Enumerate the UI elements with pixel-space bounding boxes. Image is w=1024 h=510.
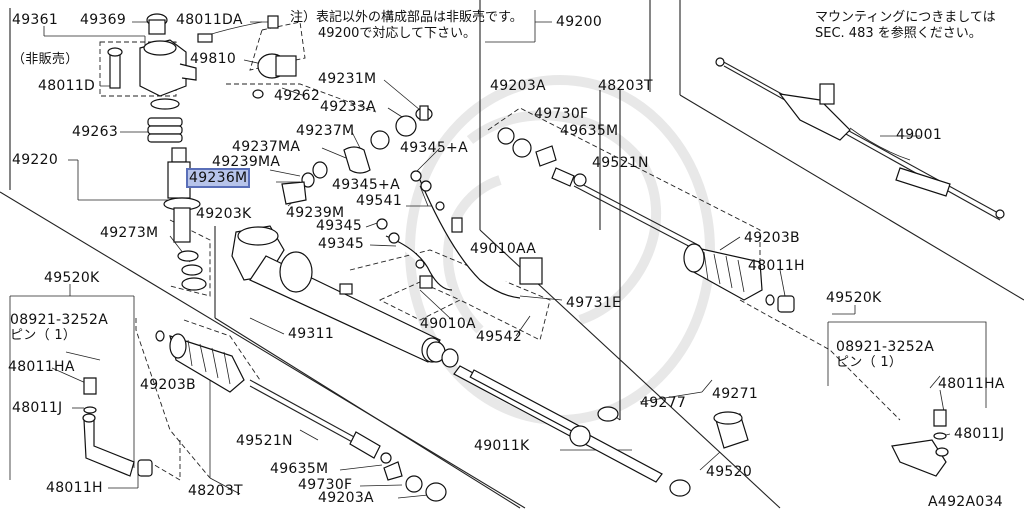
label-49220[interactable]: 49220 bbox=[12, 152, 59, 168]
label-48011HA-left[interactable]: 48011HA bbox=[8, 359, 75, 375]
label-49345-1[interactable]: 49345 bbox=[316, 218, 363, 234]
note-unsold-parts: 注）表記以外の構成部品は非販売です。 bbox=[290, 10, 523, 25]
label-49345A-2[interactable]: 49345+A bbox=[332, 177, 400, 193]
gear-housing bbox=[231, 225, 443, 363]
label-49731E[interactable]: 49731E bbox=[566, 295, 622, 311]
leader-lines bbox=[9, 21, 951, 499]
label-48011HA-right[interactable]: 48011HA bbox=[938, 376, 1005, 392]
label-49730F-bottom[interactable]: 49730F bbox=[298, 477, 353, 493]
label-49010AA[interactable]: 49010AA bbox=[470, 241, 537, 257]
label-48203T-bottom[interactable]: 48203T bbox=[188, 483, 243, 499]
label-49311[interactable]: 49311 bbox=[288, 326, 335, 342]
label-49635M-top[interactable]: 49635M bbox=[560, 123, 619, 139]
boot-bottom bbox=[155, 330, 245, 393]
outer-tie-rod-right bbox=[891, 375, 949, 477]
label-49237MA[interactable]: 49237MA bbox=[232, 139, 301, 155]
label-49541[interactable]: 49541 bbox=[356, 193, 403, 209]
label-49520K-right[interactable]: 49520K bbox=[826, 290, 882, 306]
label-49369[interactable]: 49369 bbox=[80, 12, 127, 28]
valve-housing bbox=[107, 13, 197, 110]
label-48011DA[interactable]: 48011DA bbox=[176, 12, 243, 28]
inner-tie-rod-top bbox=[551, 167, 701, 253]
dashed-boxes bbox=[99, 21, 901, 481]
label-48011J-left[interactable]: 48011J bbox=[12, 400, 63, 416]
seal-stack bbox=[281, 105, 433, 205]
bracket-boxes bbox=[827, 321, 987, 408]
label-49271[interactable]: 49271 bbox=[712, 386, 759, 402]
note-hihanbai: （非販売） bbox=[12, 52, 79, 67]
highlight-49236M[interactable]: 49236M bbox=[185, 168, 251, 188]
fluid-pipes bbox=[376, 170, 543, 299]
label-49520[interactable]: 49520 bbox=[706, 464, 753, 480]
note-mounting-2: SEC. 483 を参照ください。 bbox=[815, 26, 982, 41]
label-49001[interactable]: 49001 bbox=[896, 127, 943, 143]
label-49203K[interactable]: 49203K bbox=[196, 206, 252, 222]
label-49239MA[interactable]: 49239MA bbox=[212, 154, 281, 170]
diagram-code: A492A034 bbox=[928, 494, 1003, 510]
pinion-shaft bbox=[163, 147, 207, 291]
note-box bbox=[485, 10, 552, 43]
label-49520K-left[interactable]: 49520K bbox=[44, 270, 100, 286]
label-49231M[interactable]: 49231M bbox=[318, 71, 377, 87]
label-49203A-bottom[interactable]: 49203A bbox=[318, 490, 374, 506]
label-49011K[interactable]: 49011K bbox=[474, 438, 530, 454]
nut-48011H-right bbox=[765, 294, 795, 313]
inner-tie-rod-bottom bbox=[249, 379, 447, 502]
note-pin-left: ピン（ 1） bbox=[10, 328, 77, 343]
label-49233A[interactable]: 49233A bbox=[320, 99, 376, 115]
label-49273M[interactable]: 49273M bbox=[100, 225, 159, 241]
solenoid-sensor bbox=[197, 15, 297, 99]
label-49200[interactable]: 49200 bbox=[556, 14, 603, 30]
label-49730F-top[interactable]: 49730F bbox=[534, 106, 589, 122]
label-49010A[interactable]: 49010A bbox=[420, 316, 476, 332]
label-49635M-bottom[interactable]: 49635M bbox=[270, 461, 329, 477]
label-48011H-right[interactable]: 48011H bbox=[748, 258, 805, 274]
label-08921-3252A-right[interactable]: 08921-3252A bbox=[836, 339, 935, 355]
label-49345A-1[interactable]: 49345+A bbox=[400, 140, 468, 156]
label-49262[interactable]: 49262 bbox=[274, 88, 321, 104]
note-mounting-1: マウンティングにつきましては bbox=[815, 10, 996, 25]
label-48011D[interactable]: 48011D bbox=[38, 78, 96, 94]
label-48011J-right[interactable]: 48011J bbox=[954, 426, 1005, 442]
label-49810[interactable]: 49810 bbox=[190, 51, 237, 67]
label-49542[interactable]: 49542 bbox=[476, 329, 523, 345]
rack-bar bbox=[426, 341, 691, 497]
label-49236M[interactable]: 49236M bbox=[185, 168, 251, 188]
outer-tie-rod-left bbox=[65, 351, 153, 477]
note-pin-right: ピン（ 1） bbox=[836, 355, 903, 370]
label-49237M[interactable]: 49237M bbox=[296, 123, 355, 139]
bushing bbox=[713, 411, 749, 449]
label-49263[interactable]: 49263 bbox=[72, 124, 119, 140]
boot-top bbox=[683, 243, 763, 301]
label-08921-3252A-left[interactable]: 08921-3252A bbox=[10, 312, 109, 328]
label-49345-2[interactable]: 49345 bbox=[318, 236, 365, 252]
label-49203A-top[interactable]: 49203A bbox=[490, 78, 546, 94]
label-49277[interactable]: 49277 bbox=[640, 395, 687, 411]
steering-assembly bbox=[715, 57, 1005, 221]
label-49203B-left[interactable]: 49203B bbox=[140, 377, 196, 393]
spring bbox=[147, 117, 183, 143]
label-49521N-top[interactable]: 49521N bbox=[592, 155, 649, 171]
label-49521N-bottom[interactable]: 49521N bbox=[236, 433, 293, 449]
label-48011H-left[interactable]: 48011H bbox=[46, 480, 103, 496]
label-49361[interactable]: 49361 bbox=[12, 12, 59, 28]
label-49239M[interactable]: 49239M bbox=[286, 205, 345, 221]
note-refer-49200: 49200で対応して下さい。 bbox=[318, 26, 476, 41]
label-48203T-top[interactable]: 48203T bbox=[598, 78, 653, 94]
clamps-top bbox=[497, 127, 557, 167]
label-49203B-right[interactable]: 49203B bbox=[744, 230, 800, 246]
